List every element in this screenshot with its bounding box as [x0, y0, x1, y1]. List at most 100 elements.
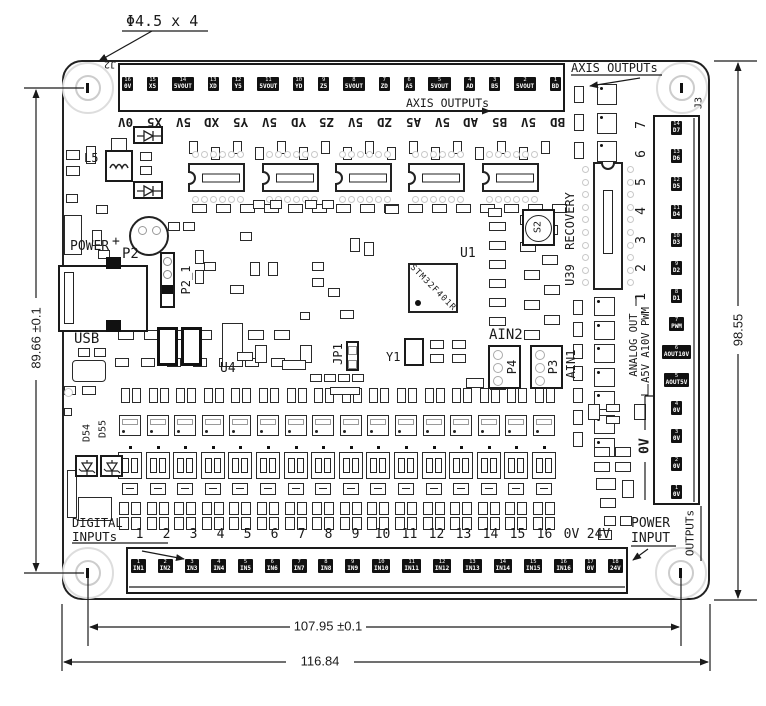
- component: [375, 196, 382, 203]
- input-number: 9: [351, 527, 360, 542]
- component: [314, 388, 324, 403]
- component: [505, 415, 528, 436]
- component: [597, 141, 617, 162]
- input-number: 3: [189, 527, 198, 542]
- component: [119, 415, 141, 436]
- component: [322, 446, 326, 449]
- component: [545, 502, 555, 515]
- component: [606, 404, 620, 412]
- axis-driver-ic: [188, 163, 245, 192]
- component: [466, 378, 484, 388]
- component: [284, 502, 295, 515]
- component: [522, 196, 529, 203]
- component: [546, 388, 555, 403]
- component: [228, 151, 235, 158]
- s2-label: S2: [532, 220, 544, 234]
- inputs-connector: [126, 547, 628, 594]
- input-number: 11: [401, 527, 418, 542]
- component: [259, 388, 268, 403]
- component: [424, 388, 434, 403]
- usb-shield-pad: [106, 257, 121, 269]
- component: [351, 502, 362, 515]
- component: [421, 452, 446, 479]
- axis-outputs-label-inside: AXIS OUTPUTs: [406, 96, 490, 110]
- component: [489, 222, 506, 231]
- component: [131, 517, 141, 530]
- component: [366, 151, 373, 158]
- component: [573, 344, 583, 359]
- component: [338, 452, 363, 479]
- component: [489, 279, 506, 288]
- component: [140, 152, 152, 161]
- component: [186, 502, 197, 515]
- j3-designator: J3: [693, 96, 705, 110]
- component: [364, 242, 374, 256]
- component: [448, 151, 455, 158]
- component: [340, 310, 354, 319]
- p2-label: P2: [122, 246, 139, 262]
- component: [213, 502, 224, 515]
- component: [146, 517, 157, 530]
- component: [379, 517, 390, 530]
- component: [146, 502, 157, 515]
- component: [66, 166, 80, 176]
- component: [582, 191, 589, 199]
- component: [229, 517, 240, 530]
- component: [573, 300, 583, 315]
- silk-label: AD: [463, 115, 479, 130]
- component: [204, 262, 216, 271]
- hole-center-mark: [680, 83, 683, 93]
- hole-span-dimension: 107.95 ±0.1: [293, 618, 363, 634]
- component: [582, 279, 589, 287]
- axis-driver-ic: [408, 163, 465, 192]
- component: [594, 367, 615, 387]
- component: [230, 285, 244, 294]
- input-number: 24V: [586, 527, 611, 542]
- component: [204, 483, 221, 495]
- digital-inputs-label-line2: INPUTs: [72, 529, 118, 544]
- component: [302, 151, 309, 158]
- component: [531, 196, 538, 203]
- crystal-y1: [404, 338, 424, 366]
- component: [573, 432, 583, 447]
- component: [504, 151, 511, 158]
- component: [582, 266, 589, 274]
- component: [434, 502, 445, 515]
- electrolytic-capacitor: [129, 216, 169, 256]
- component: [310, 374, 322, 382]
- component: [432, 446, 436, 449]
- component: [82, 386, 96, 395]
- component: [462, 502, 473, 515]
- silk-label: A5: [405, 115, 421, 130]
- component: [532, 452, 556, 479]
- component: [241, 517, 252, 530]
- component: [395, 502, 405, 515]
- axis-outputs-label-outside: AXIS OUTPUTs: [571, 61, 658, 75]
- component: [321, 141, 330, 154]
- component: [352, 374, 364, 382]
- component: [573, 366, 583, 381]
- component: [627, 191, 634, 199]
- component: [490, 388, 500, 403]
- component: [430, 196, 437, 203]
- component: [541, 141, 550, 154]
- silk-label: ZD: [377, 115, 393, 130]
- channel-number: 4: [633, 207, 649, 215]
- component: [448, 196, 455, 203]
- component: [582, 229, 589, 236]
- component: [181, 327, 202, 366]
- channel-number: 5: [633, 178, 649, 187]
- input-number: 8: [324, 527, 333, 542]
